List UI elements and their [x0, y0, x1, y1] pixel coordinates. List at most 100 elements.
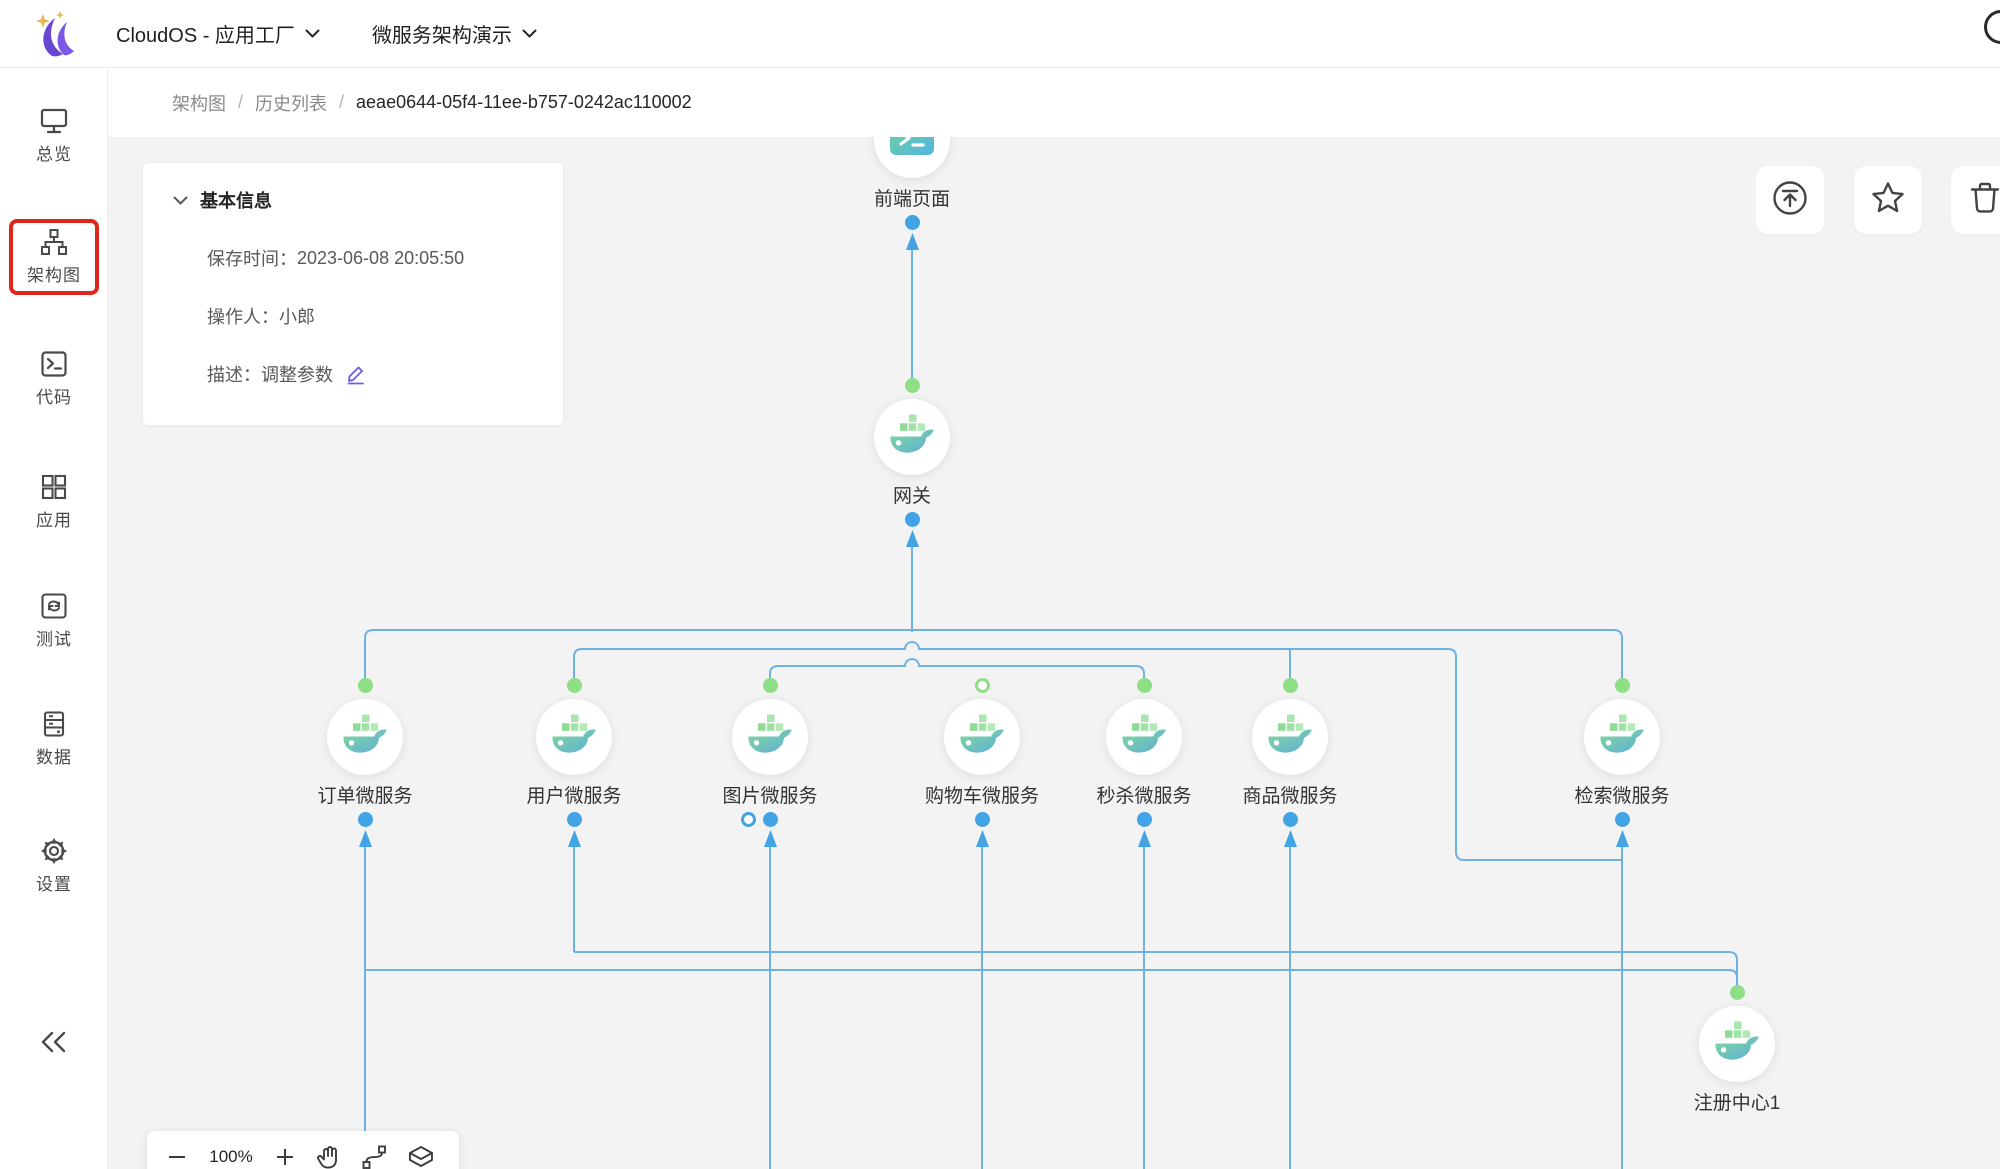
zoom-in-button[interactable]: [275, 1147, 295, 1167]
sidebar: 总览架构图代码应用测试数据设置: [0, 68, 108, 1169]
publish-button[interactable]: [1756, 166, 1824, 234]
node-cart[interactable]: [944, 699, 1020, 775]
field-label: 操作人：: [207, 307, 279, 327]
gear-icon: [40, 837, 68, 865]
sidebar-item-data[interactable]: 数据: [0, 710, 108, 768]
sidebar-item-code[interactable]: 代码: [0, 350, 108, 408]
edge-registry-bus-1: [574, 951, 1738, 988]
node-image[interactable]: [732, 699, 808, 775]
sidebar-item-label: 代码: [36, 388, 72, 407]
node-label-seckill: 秒杀微服务: [1096, 786, 1192, 807]
arrow-up-icon: [905, 233, 919, 255]
node-order[interactable]: [327, 699, 403, 775]
zoom-out-button[interactable]: [167, 1147, 187, 1167]
in-port-cart[interactable]: [974, 811, 990, 827]
out-port-image[interactable]: [762, 677, 778, 693]
connector-icon: [362, 1145, 386, 1169]
basic-info-panel: 基本信息 保存时间：2023-06-08 20:05:50 操作人：小郎 描述：…: [143, 163, 563, 425]
app-switcher[interactable]: CloudOS - 应用工厂: [116, 19, 320, 48]
sidebar-item-settings[interactable]: 设置: [0, 837, 108, 895]
node-label-registry: 注册中心1: [1693, 1093, 1781, 1114]
chevron-down-icon: [522, 29, 537, 38]
connector-tool-button[interactable]: [361, 1144, 387, 1169]
field-value: 2023-06-08 20:05:50: [297, 247, 465, 268]
in-port-gateway[interactable]: [904, 511, 920, 527]
arrow-up-icon: [1615, 830, 1629, 852]
pencil-icon: [347, 366, 364, 385]
node-registry[interactable]: [1699, 1006, 1775, 1082]
out-port-gateway[interactable]: [904, 377, 920, 393]
arrow-up-icon: [358, 830, 372, 852]
node-label-search: 检索微服务: [1574, 786, 1670, 807]
in-port-image[interactable]: [762, 811, 778, 827]
in-port-order[interactable]: [357, 811, 373, 827]
in-port-user[interactable]: [566, 811, 582, 827]
docker-whale-icon: [957, 714, 1007, 761]
arrow-up-icon: [975, 830, 989, 852]
node-user[interactable]: [536, 699, 612, 775]
zoom-level: 100%: [209, 1147, 253, 1166]
sidebar-item-apps[interactable]: 应用: [0, 473, 108, 531]
out-port-registry[interactable]: [1729, 984, 1745, 1000]
sidebar-item-test[interactable]: 测试: [0, 592, 108, 650]
docker-whale-icon: [340, 714, 390, 761]
arrow-up-icon: [567, 830, 581, 852]
out-port-user[interactable]: [566, 677, 582, 693]
docker-whale-icon: [1265, 714, 1315, 761]
sidebar-item-label: 测试: [36, 630, 72, 649]
cube-icon: [409, 1146, 433, 1167]
in-port-search[interactable]: [1614, 811, 1630, 827]
docker-whale-icon: [1119, 714, 1169, 761]
edit-description-button[interactable]: [345, 363, 367, 385]
node-goods[interactable]: [1252, 699, 1328, 775]
docker-whale-icon: [1712, 1021, 1762, 1068]
node-gateway[interactable]: [874, 399, 950, 475]
diagram-edges: [364, 250, 1738, 1169]
sidebar-item-label: 总览: [36, 145, 72, 164]
diagram-canvas[interactable]: 基本信息 保存时间：2023-06-08 20:05:50 操作人：小郎 描述：…: [108, 137, 2000, 1169]
sidebar-item-architecture[interactable]: 架构图: [0, 219, 108, 295]
project-switcher[interactable]: 微服务架构演示: [372, 19, 537, 48]
node-search[interactable]: [1584, 699, 1660, 775]
extra-port-image[interactable]: [740, 811, 756, 827]
node-seckill[interactable]: [1106, 699, 1182, 775]
field-value: 小郎: [279, 307, 315, 327]
breadcrumb: 架构图/历史列表/aeae0644-05f4-11ee-b757-0242ac1…: [108, 68, 2000, 137]
in-port-seckill[interactable]: [1136, 811, 1152, 827]
breadcrumb-item[interactable]: 历史列表: [255, 93, 328, 114]
docker-whale-icon: [1597, 714, 1647, 761]
in-port-frontend[interactable]: [904, 214, 920, 230]
in-port-goods[interactable]: [1282, 811, 1298, 827]
node-label-frontend: 前端页面: [873, 189, 950, 210]
node-label-goods: 商品微服务: [1242, 786, 1338, 807]
field-value: 调整参数: [261, 365, 333, 385]
delete-button[interactable]: [1951, 166, 2000, 234]
sidebar-item-label: 架构图: [27, 266, 81, 285]
pan-tool-button[interactable]: [315, 1144, 341, 1169]
layers-tool-button[interactable]: [407, 1143, 435, 1169]
field-label: 描述：: [207, 365, 261, 385]
node-label-image: 图片微服务: [722, 786, 818, 807]
out-port-search[interactable]: [1614, 677, 1630, 693]
docker-whale-icon: [549, 714, 599, 761]
out-port-goods[interactable]: [1282, 677, 1298, 693]
field-label: 保存时间：: [207, 249, 297, 269]
node-label-user: 用户微服务: [526, 786, 622, 807]
minus-icon: [169, 1156, 185, 1158]
favorite-button[interactable]: [1854, 166, 1922, 234]
out-port-seckill[interactable]: [1136, 677, 1152, 693]
edge-registry-bus-2: [365, 969, 1738, 988]
basic-info-header[interactable]: 基本信息: [173, 187, 563, 213]
publish-icon: [1771, 179, 1809, 222]
cloudos-logo[interactable]: [28, 8, 80, 60]
breadcrumb-separator: /: [238, 92, 244, 112]
avatar[interactable]: [1984, 10, 2000, 44]
sidebar-item-overview[interactable]: 总览: [0, 107, 108, 165]
breadcrumb-item[interactable]: 架构图: [172, 93, 226, 114]
project-title: 微服务架构演示: [371, 25, 512, 47]
sidebar-collapse-button[interactable]: [0, 1030, 108, 1054]
sidebar-item-label: 数据: [36, 748, 72, 767]
out-port-order[interactable]: [357, 677, 373, 693]
out-port-cart[interactable]: [974, 677, 990, 693]
zoom-toolbar: 100%: [147, 1131, 459, 1169]
